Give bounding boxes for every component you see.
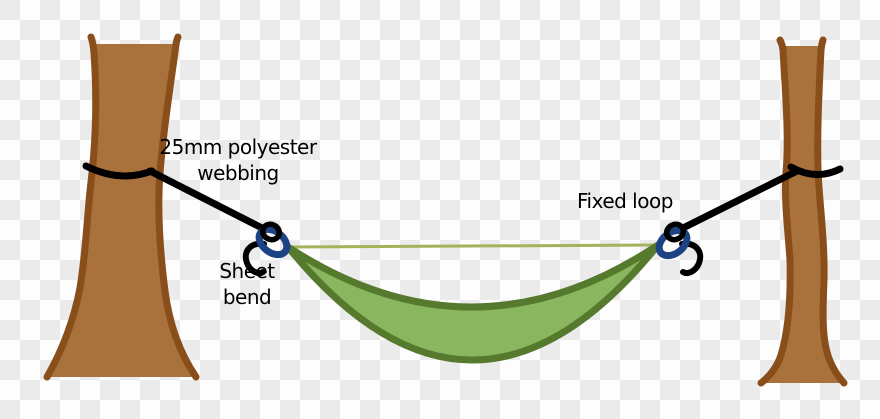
fixed-loop-label: Fixed loop: [577, 189, 673, 213]
fixed-loop-knot: [655, 221, 704, 276]
webbing-label-line2: webbing: [197, 161, 279, 185]
sheet-bend-knot: [242, 221, 291, 276]
right-webbing-strap: [679, 167, 801, 232]
sheet-bend-label: Sheet bend: [187, 258, 307, 310]
left-tree-bark-outline-left: [43, 33, 100, 381]
right-webbing-tree-wrap: [787, 163, 844, 178]
left-tree-trunk: [47, 44, 196, 377]
sheet-bend-label-line2: bend: [222, 285, 272, 309]
left-webbing-strap: [146, 167, 268, 233]
right-tree: [757, 36, 848, 387]
webbing-label: 25mm polyester webbing: [147, 134, 329, 186]
webbing-ropes: [82, 162, 844, 233]
sheet-bend-rope-loop: [259, 221, 283, 243]
right-tree-bark-outline-left: [757, 36, 794, 387]
left-tree: [43, 33, 200, 381]
sheet-bend-label-line1: Sheet: [219, 259, 275, 283]
fixed-loop-rope-tail: [679, 240, 704, 276]
hammock-body: [284, 241, 662, 364]
webbing-label-line1: 25mm polyester: [159, 135, 317, 159]
left-webbing-tree-wrap: [82, 162, 156, 180]
right-tree-trunk: [762, 46, 843, 383]
fixed-loop-rope-loop: [663, 221, 687, 243]
hammock-ridgeline: [287, 243, 660, 249]
sheet-bend-rope-tail: [242, 240, 267, 276]
right-tree-bark-outline-right: [814, 36, 848, 387]
